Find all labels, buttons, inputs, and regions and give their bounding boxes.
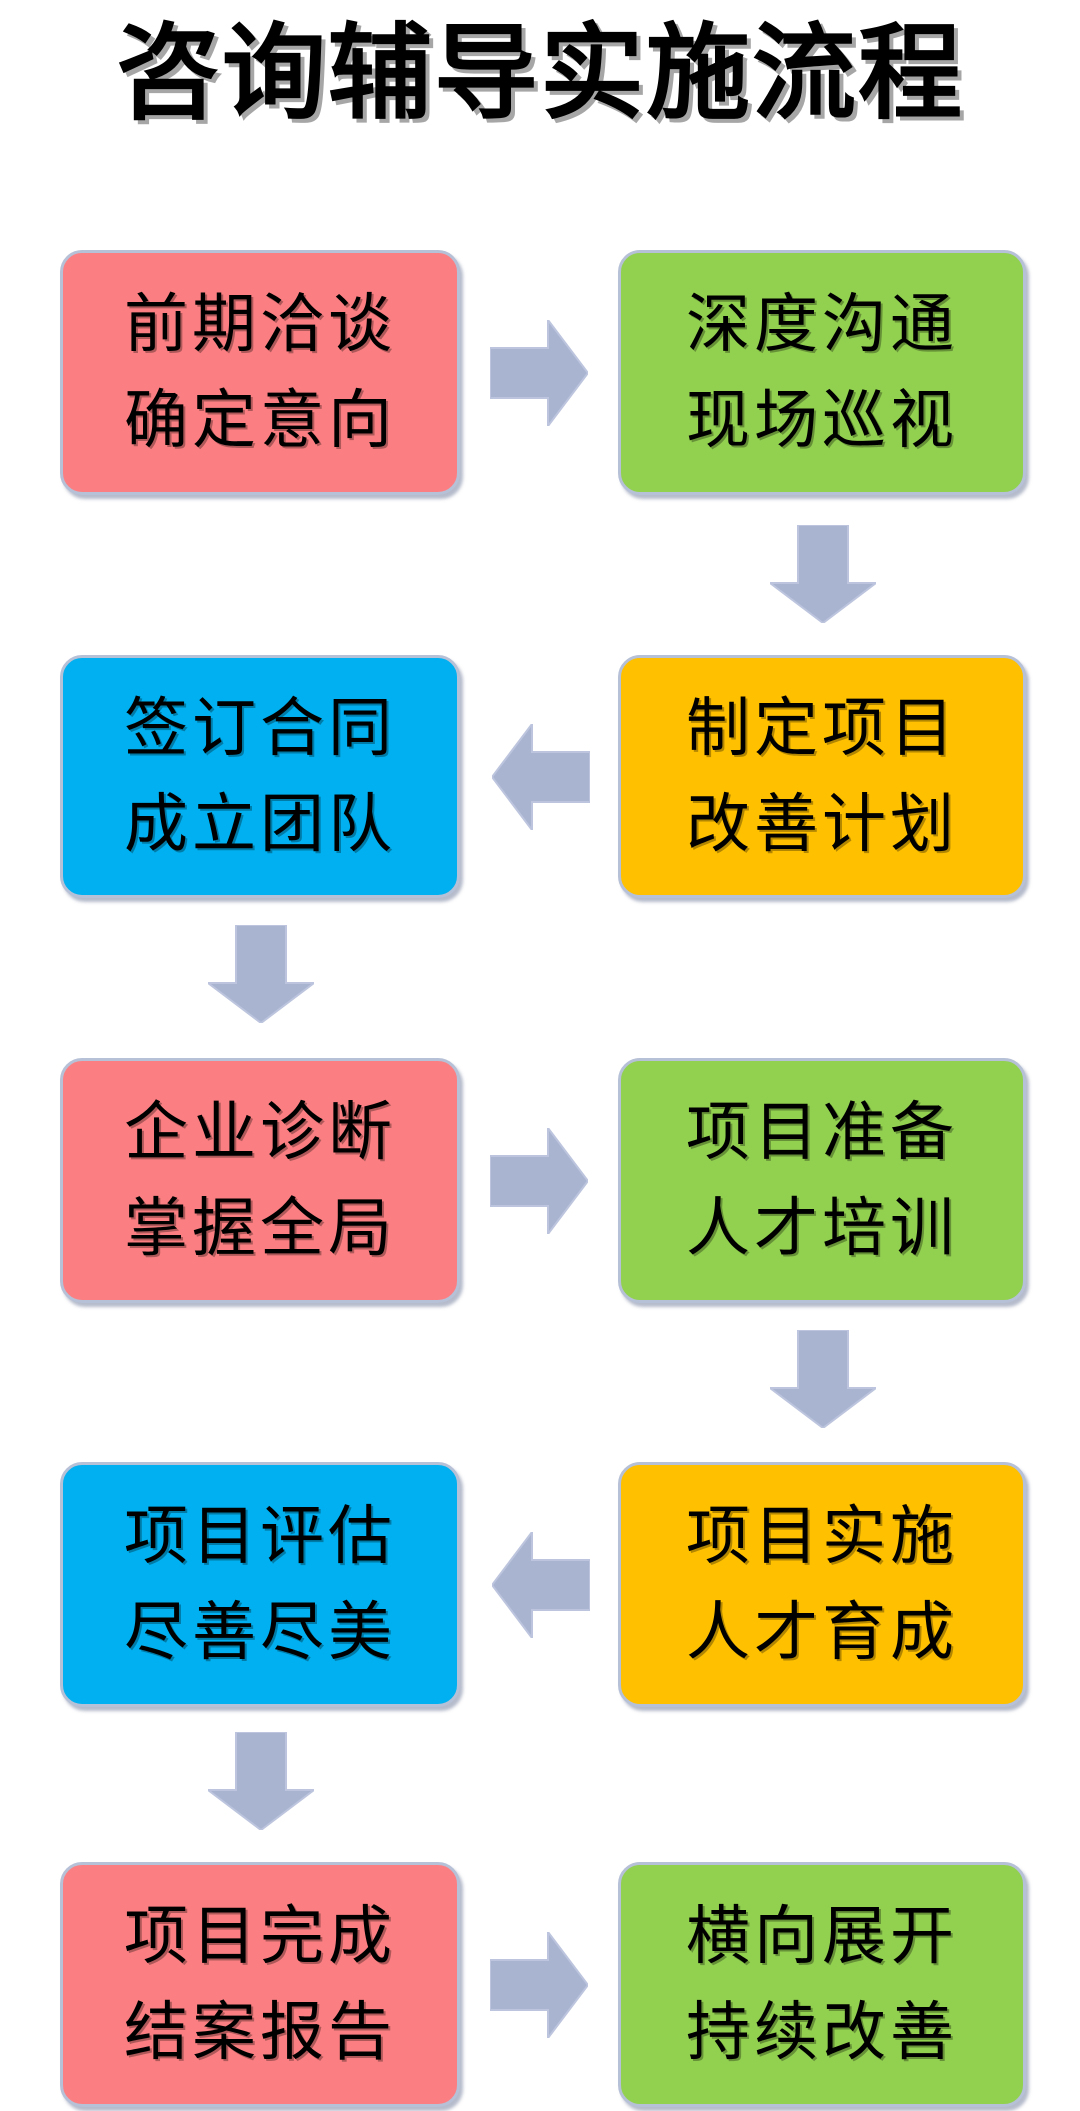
arrow-left-2: [492, 1532, 590, 1638]
step-box-8-line1: 项目评估: [124, 1500, 396, 1572]
step-box-6-line2: 人才培训: [686, 1192, 958, 1264]
step-box-2-line2: 现场巡视: [686, 384, 958, 456]
arrow-left-1: [492, 724, 590, 830]
step-box-8-line2: 尽善尽美: [124, 1596, 396, 1668]
arrow-down-4: [208, 1732, 314, 1830]
step-box-10[interactable]: 横向展开 持续改善: [618, 1862, 1026, 2107]
step-box-5-line2: 掌握全局: [124, 1192, 396, 1264]
step-box-1-line2: 确定意向: [124, 384, 396, 456]
step-box-3[interactable]: 制定项目 改善计划: [618, 655, 1026, 898]
step-box-1[interactable]: 前期洽谈 确定意向: [60, 250, 460, 495]
step-box-4[interactable]: 签订合同 成立团队: [60, 655, 460, 898]
page-title: 咨询辅导实施流程: [115, 16, 964, 132]
step-box-1-line1: 前期洽谈: [124, 288, 396, 360]
step-box-4-line2: 成立团队: [124, 788, 396, 860]
step-box-6-line1: 项目准备: [686, 1096, 958, 1168]
step-box-3-line2: 改善计划: [686, 788, 958, 860]
step-box-7-line2: 人才育成: [686, 1596, 958, 1668]
step-box-6[interactable]: 项目准备 人才培训: [618, 1058, 1026, 1303]
arrow-down-1: [770, 525, 876, 623]
arrow-down-3: [770, 1330, 876, 1428]
step-box-4-line1: 签订合同: [124, 692, 396, 764]
step-box-5-line1: 企业诊断: [124, 1096, 396, 1168]
step-box-2[interactable]: 深度沟通 现场巡视: [618, 250, 1026, 495]
step-box-5[interactable]: 企业诊断 掌握全局: [60, 1058, 460, 1303]
step-box-3-line1: 制定项目: [686, 692, 958, 764]
step-box-10-line2: 持续改善: [686, 1996, 958, 2068]
step-box-7[interactable]: 项目实施 人才育成: [618, 1462, 1026, 1707]
step-box-9-line1: 项目完成: [124, 1900, 396, 1972]
step-box-9[interactable]: 项目完成 结案报告: [60, 1862, 460, 2107]
step-box-10-line1: 横向展开: [686, 1900, 958, 1972]
step-box-2-line1: 深度沟通: [686, 288, 958, 360]
step-box-9-line2: 结案报告: [124, 1996, 396, 2068]
arrow-right-3: [490, 1932, 588, 2038]
step-box-8[interactable]: 项目评估 尽善尽美: [60, 1462, 460, 1707]
arrow-right-2: [490, 1128, 588, 1234]
arrow-right-1: [490, 320, 588, 426]
step-box-7-line1: 项目实施: [686, 1500, 958, 1572]
arrow-down-2: [208, 925, 314, 1023]
